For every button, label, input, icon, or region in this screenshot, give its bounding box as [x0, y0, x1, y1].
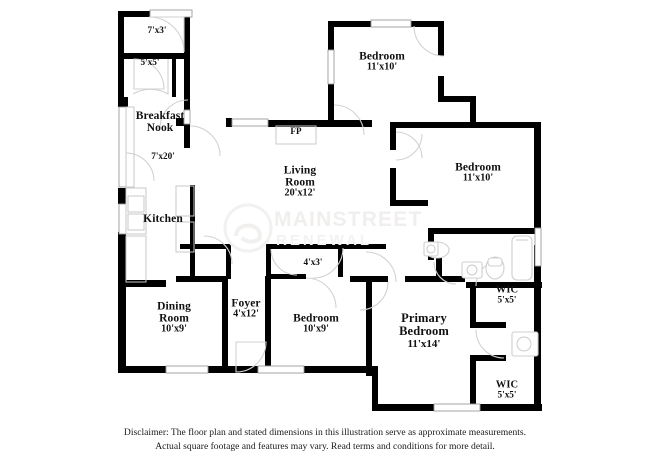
- window-group: [118, 9, 542, 412]
- disclaimer-line-2: Actual square footage and features may v…: [155, 440, 495, 452]
- disclaimer-line-1: Disclaimer: The floor plan and stated di…: [123, 427, 527, 438]
- fixture-group: [125, 106, 539, 357]
- disclaimer: Disclaimer: The floor plan and stated di…: [0, 426, 650, 454]
- door-group: [125, 16, 505, 373]
